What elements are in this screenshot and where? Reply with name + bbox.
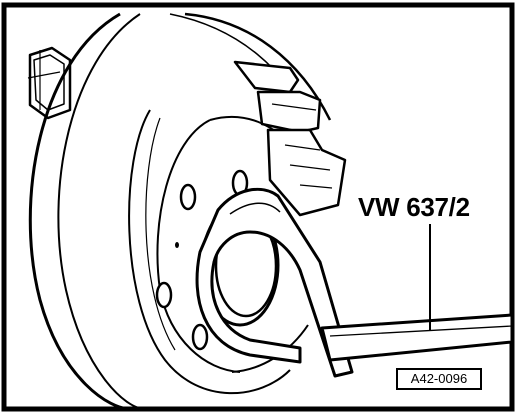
brake-caliper [233, 60, 347, 217]
bolt-hole [155, 281, 173, 309]
puller-tool [195, 187, 514, 378]
figure-code-box: A42-0096 [396, 368, 482, 390]
bolt-hole [179, 183, 197, 211]
bolt-hole [191, 323, 209, 351]
mounting-bracket [27, 46, 72, 120]
tool-callout-label: VW 637/2 [358, 192, 470, 222]
bolt-holes [155, 169, 249, 351]
